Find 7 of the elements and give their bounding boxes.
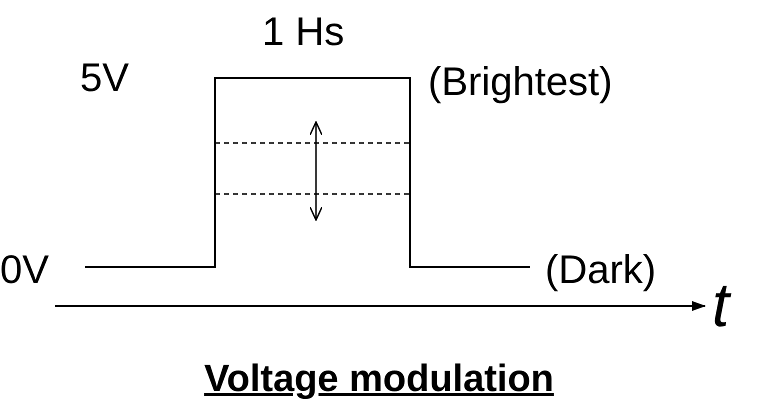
axis-label: t — [712, 275, 730, 337]
pulse-width-label: 1 Hs — [262, 12, 344, 52]
voltage-label: 5V — [80, 58, 129, 98]
voltage-label: 0V — [0, 250, 49, 290]
brightness-label: (Dark) — [545, 250, 656, 290]
brightness-label: (Brightest) — [428, 62, 612, 102]
caption: Voltage modulation — [204, 358, 554, 400]
